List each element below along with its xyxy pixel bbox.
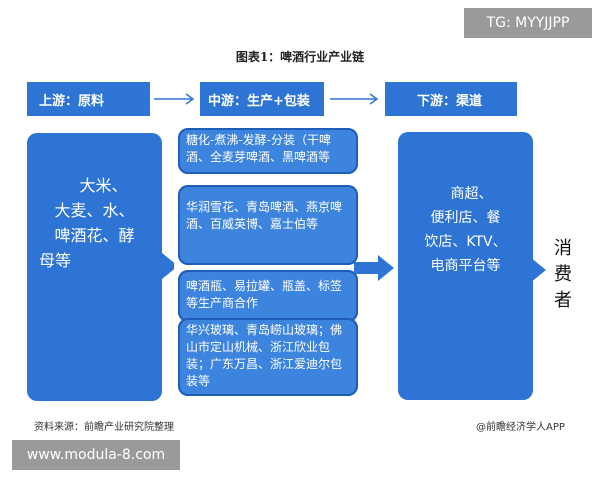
midstream-panel: 糖化-煮沸-发酵-分装（干啤酒、全麦芽啤酒、黑啤酒等 华润雪花、青岛啤酒、燕京啤… bbox=[174, 128, 362, 400]
site-tag: www.modula-8.com bbox=[12, 440, 180, 470]
upstream-materials: 大米、 大麦、水、 啤酒花、酵 母等 bbox=[27, 173, 162, 273]
diagram-title: 图表1：啤酒行业产业链 bbox=[235, 50, 365, 64]
packaging-partner-card: 啤酒瓶、易拉罐、瓶盖、标签等生产商合作 bbox=[178, 270, 358, 322]
midstream-header: 中游：生产+包装 bbox=[200, 82, 324, 116]
flow-arrow-3 bbox=[506, 257, 546, 283]
downstream-line: 便利店、餐 bbox=[430, 210, 501, 226]
source-note: 资料来源：前瞻产业研究院整理 bbox=[34, 422, 174, 433]
downstream-line: 电商平台等 bbox=[430, 258, 501, 274]
downstream-header: 下游：渠道 bbox=[385, 82, 517, 116]
header-arrow-2 bbox=[330, 93, 379, 105]
packaging-supplier-card: 华兴玻璃、青岛崂山玻璃；佛山市定山机械、浙江欣业包装；广东万昌、浙江爱迪尔包装等 bbox=[178, 318, 358, 396]
upstream-line: 大麦、水、 bbox=[54, 201, 135, 220]
header-arrow-1 bbox=[154, 93, 195, 105]
consumer-char: 费 bbox=[554, 264, 572, 285]
flow-arrow-2 bbox=[354, 255, 394, 281]
downstream-channels: 商超、 便利店、餐 饮店、KTV、 电商平台等 bbox=[398, 182, 533, 278]
flow-arrow-1 bbox=[138, 253, 178, 279]
consumer-char: 消 bbox=[554, 238, 572, 259]
upstream-line: 啤酒花、酵 bbox=[54, 226, 135, 245]
credit-note: @前瞻经济学人APP bbox=[476, 422, 565, 433]
brewer-card: 华润雪花、青岛啤酒、燕京啤酒、百威英博、嘉士伯等 bbox=[178, 185, 358, 265]
consumer-label: 消 费 者 bbox=[548, 236, 578, 314]
downstream-panel: 商超、 便利店、餐 饮店、KTV、 电商平台等 bbox=[398, 132, 533, 400]
upstream-header: 上游：原料 bbox=[27, 82, 150, 116]
watermark-tag: TG: MYYJJPP bbox=[464, 8, 592, 38]
consumer-char: 者 bbox=[554, 290, 572, 311]
downstream-line: 商超、 bbox=[450, 186, 493, 202]
downstream-line: 饮店、KTV、 bbox=[424, 234, 507, 250]
upstream-line: 母等 bbox=[39, 251, 72, 270]
process-card: 糖化-煮沸-发酵-分装（干啤酒、全麦芽啤酒、黑啤酒等 bbox=[178, 128, 358, 174]
upstream-line: 大米、 bbox=[79, 176, 128, 195]
